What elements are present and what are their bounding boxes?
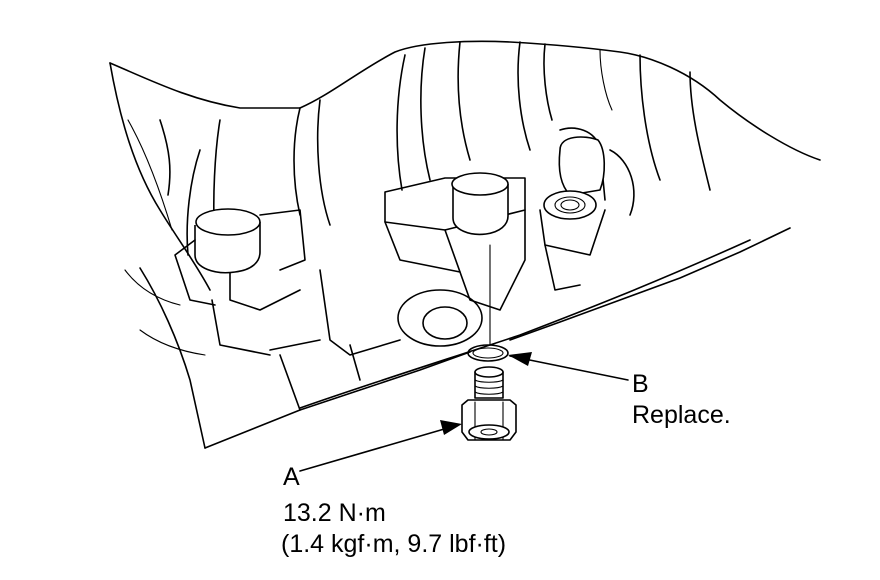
sealing-washer <box>467 344 509 362</box>
transmission-housing <box>109 40 821 449</box>
drain-bolt <box>461 366 517 441</box>
callout-b-note: Replace. <box>632 401 731 429</box>
left-mount-boss <box>174 208 306 306</box>
callout-a-torque-metric: 13.2 N·m <box>283 499 386 527</box>
drain-hole-boss <box>539 127 635 291</box>
callout-a-torque-imperial: (1.4 kgf·m, 9.7 lbf·ft) <box>281 530 507 558</box>
callout-a-letter: A <box>283 463 300 491</box>
callout-b-letter: B <box>632 370 649 398</box>
leader-arrow-a <box>299 420 462 472</box>
center-mount-boss <box>384 172 526 311</box>
leader-arrow-b <box>508 352 629 381</box>
lower-round-boss <box>397 289 483 347</box>
